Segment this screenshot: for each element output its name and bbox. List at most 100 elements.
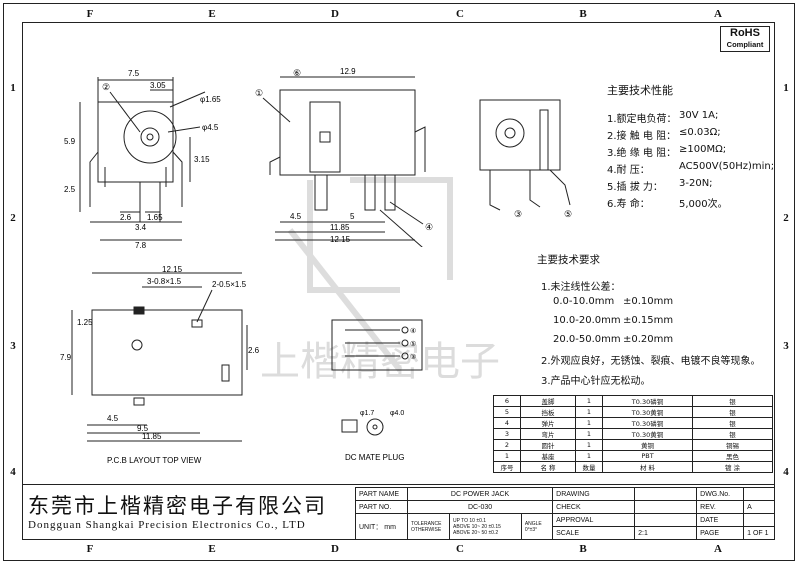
pcb-caption: P.C.B LAYOUT TOP VIEW (107, 456, 202, 465)
dim-label: 12.15 (162, 265, 183, 274)
spec-label: 3.绝 缘 电 阻： (607, 148, 677, 159)
part-no-value: DC-030 (406, 500, 554, 514)
dim-label: 5 (350, 212, 355, 221)
dim-label: 4.5 (290, 212, 302, 221)
requirement-item-2: 2.外观应良好，无锈蚀、裂痕、电镀不良等现象。 (541, 356, 761, 367)
tolerance-range: 10.0-20.0mm (553, 315, 621, 326)
schematic-drawing: ④ ⑤ ③ (331, 319, 423, 371)
tolerance-value: ±0.15mm (623, 315, 674, 326)
spec-item: 1.额定电负荷：30V 1A; (607, 110, 718, 125)
zone-row: 3 (783, 340, 789, 352)
dim-label: 7.9 (60, 353, 72, 362)
dim-label: 3.05 (150, 81, 166, 90)
dim-label: 7.5 (128, 69, 140, 78)
unit-label: UNIT： (359, 523, 383, 531)
spec-label: 1.额定电负荷： (607, 114, 677, 125)
watermark-logo: 上楷精密电子 (260, 177, 500, 385)
unit-value: mm (384, 523, 396, 531)
callout-2: ② (102, 82, 110, 92)
company-name-en: Dongguan Shangkai Precision Electronics … (28, 519, 306, 531)
dim-label: 7.8 (135, 241, 147, 250)
dim-label: φ1.7 (360, 410, 374, 417)
tolerance-range: 20.0-50.0mm (553, 334, 621, 345)
dim-label: 12.15 (330, 235, 351, 244)
specs-title: 主要技术性能 (607, 84, 673, 97)
zone-col: D (331, 543, 339, 555)
dim-label: 2-0.5×1.5 (212, 280, 247, 289)
tolerance-row: 10.0-20.0mm±0.15mm (553, 315, 673, 326)
zone-row: 4 (10, 466, 16, 478)
spec-value: 30V 1A; (679, 110, 719, 121)
spec-label: 6.寿 命： (607, 199, 650, 210)
part-no-label: PART NO. (355, 500, 408, 514)
zone-col: A (714, 8, 722, 20)
page-label: PAGE (696, 526, 745, 540)
unit-cell: UNIT： mm (355, 513, 408, 540)
zone-col: F (86, 8, 94, 20)
table-header-row: 序号名 称数量材 料镀 涂 (493, 461, 773, 473)
rev-label: REV. (696, 500, 745, 514)
date-label: DATE (696, 513, 745, 527)
spec-value: 5,000次。 (679, 199, 728, 210)
approval-label: APPROVAL (552, 513, 636, 527)
tolerance-range: 0.0-10.0mm (553, 296, 615, 307)
callout-4: ④ (425, 222, 433, 232)
zone-row: 4 (783, 466, 789, 478)
spec-item: 2.接 触 电 阻：≤0.03Ω; (607, 127, 721, 142)
dim-label: φ1.65 (200, 95, 221, 104)
tolerance-title: 1.未注线性公差： (541, 282, 621, 293)
dim-label: 2.6 (120, 213, 132, 222)
zone-col: D (331, 8, 339, 20)
dim-label: 3.4 (135, 223, 147, 232)
dim-label: 2.5 (64, 185, 76, 194)
dim-label: 11.85 (142, 432, 162, 441)
dim-label: 5.9 (64, 137, 76, 146)
spec-label: 4.耐 压： (607, 165, 650, 176)
spec-value: ≥100MΩ; (679, 144, 727, 155)
part-name-label: PART NAME (355, 487, 408, 501)
scale-label: SCALE (552, 526, 636, 540)
spec-item: 5.插 拔 力： 3-20N; (607, 178, 713, 193)
zone-row: 1 (10, 82, 16, 94)
zone-row: 2 (10, 212, 16, 224)
spec-item: 3.绝 缘 电 阻：≥100MΩ; (607, 144, 726, 159)
spec-item: 4.耐 压：AC500V(50Hz)min; (607, 161, 774, 176)
rohs-badge: RoHS Compliant (720, 26, 770, 52)
spec-item: 6.寿 命： 5,000次。 (607, 195, 728, 210)
page-value: 1 OF 1 (743, 526, 775, 540)
spec-value: 3-20N; (679, 178, 713, 189)
callout-5: ⑤ (564, 209, 572, 219)
dim-label: 11.85 (330, 223, 350, 232)
zone-col: E (208, 543, 216, 555)
dim-label: 4.5 (107, 414, 119, 423)
dim-label: 9.5 (137, 424, 149, 433)
tolerance-label: TOLERANCE OTHERWISE (407, 513, 450, 540)
callout-3: ③ (410, 353, 416, 361)
part-name-value: DC POWER JACK (406, 487, 554, 501)
dim-label: φ4.0 (390, 410, 404, 417)
spec-label: 5.插 拔 力： (607, 182, 663, 193)
front-view-drawing: ③ ⑤ (479, 99, 572, 219)
plug-caption: DC MATE PLUG (345, 453, 404, 462)
dim-label: 3.15 (194, 155, 210, 164)
zone-col: B (579, 8, 587, 20)
zone-col: E (208, 8, 216, 20)
dim-label: φ4.5 (202, 123, 219, 132)
callout-1: ① (255, 88, 263, 98)
spec-label: 2.接 触 电 阻： (607, 131, 677, 142)
title-block-table: PART NAME DC POWER JACK DRAWING DWG.No. … (355, 487, 775, 540)
pcb-layout-drawing: 12.15 3-0.8×1.5 2-0.5×1.5 1.25 7.9 2.6 4… (60, 265, 260, 465)
title-block-divider (22, 484, 775, 485)
check-label: CHECK (552, 500, 636, 514)
tolerance-row: 20.0-50.0mm±0.20mm (553, 334, 673, 345)
requirements-title: 主要技术要求 (537, 254, 600, 266)
dim-label: 3-0.8×1.5 (147, 277, 182, 286)
